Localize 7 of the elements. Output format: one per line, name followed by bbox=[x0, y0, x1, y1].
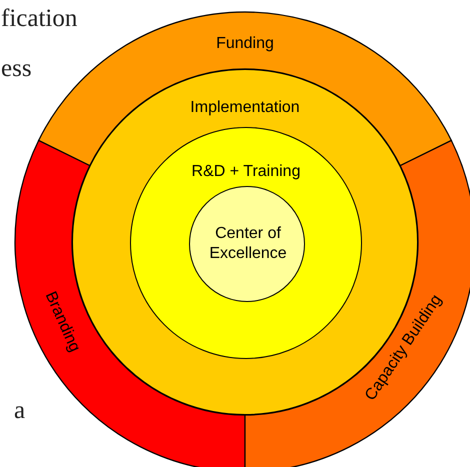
text-fragment: a bbox=[14, 398, 26, 423]
circle-label: R&D + Training bbox=[192, 162, 300, 182]
text-fragment: fication bbox=[1, 6, 78, 31]
segment-label: Funding bbox=[216, 34, 274, 54]
circle-label: Center of Excellence bbox=[208, 224, 288, 264]
text-fragment: ess bbox=[1, 56, 32, 81]
circle-label: Implementation bbox=[190, 98, 300, 118]
